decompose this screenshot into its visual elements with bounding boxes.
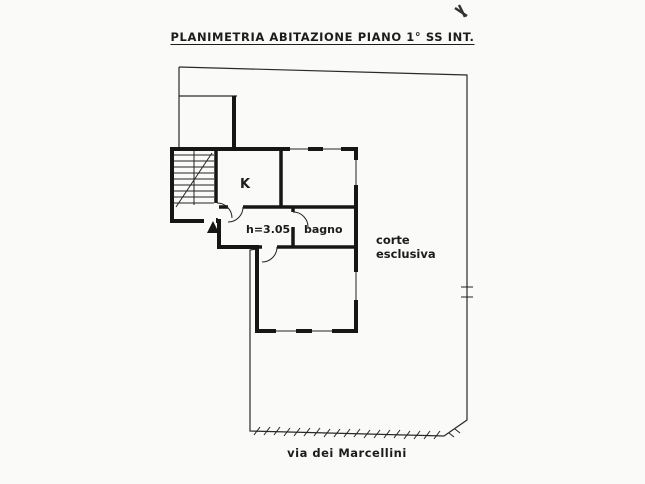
street-hatching bbox=[253, 426, 461, 440]
interior-walls bbox=[214, 149, 356, 249]
street-label: via dei Marcellini bbox=[287, 446, 407, 460]
door-openings bbox=[204, 203, 296, 250]
gate-mark bbox=[448, 428, 461, 438]
hatch-ticks bbox=[253, 426, 441, 440]
boundary-ticks bbox=[461, 286, 473, 298]
window-openings bbox=[276, 146, 359, 334]
entrance-arrow bbox=[207, 221, 219, 233]
building-walls bbox=[170, 146, 359, 334]
staircase bbox=[174, 151, 219, 233]
corner-mark bbox=[454, 4, 468, 18]
door-arcs bbox=[216, 202, 309, 263]
kitchen-label: K bbox=[240, 177, 251, 192]
bathroom-label: bagno bbox=[304, 223, 343, 236]
outer-wall bbox=[170, 147, 358, 333]
plan-title: PLANIMETRIA ABITAZIONE PIANO 1° SS INT. bbox=[170, 30, 475, 44]
stair-break-line bbox=[175, 152, 213, 208]
ceiling-height-label: h=3.05 bbox=[246, 223, 290, 236]
courtyard-label-line2: esclusiva bbox=[376, 247, 436, 261]
boundary-left-line bbox=[172, 67, 180, 150]
boundary-right-line bbox=[178, 66, 468, 437]
courtyard-label-line1: corte bbox=[376, 233, 410, 247]
